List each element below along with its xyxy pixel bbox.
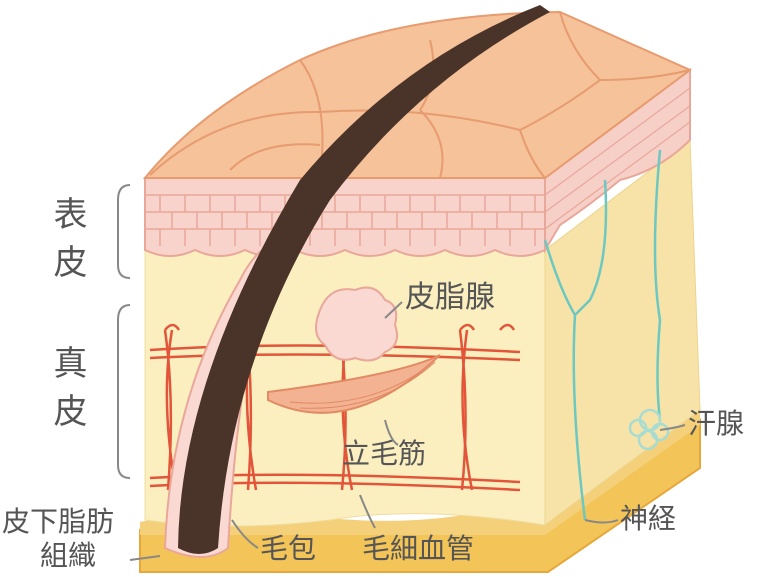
sebaceous-gland-shape	[316, 288, 397, 361]
epidermis-label: 表皮	[50, 196, 84, 292]
arrector-pili-label: 立毛筋	[342, 440, 426, 468]
dermis-label: 真皮	[50, 345, 84, 441]
sweat-gland-label: 汗腺	[688, 410, 744, 438]
capillary-label: 毛細血管	[362, 535, 474, 563]
subcutaneous-label-line1: 皮下脂肪	[2, 508, 114, 536]
sebaceous-gland-label: 皮脂腺	[405, 283, 495, 313]
hair-follicle-label: 毛包	[260, 535, 316, 563]
subcutaneous-label-line2: 組織	[40, 542, 96, 570]
nerve-label: 神経	[620, 505, 676, 533]
